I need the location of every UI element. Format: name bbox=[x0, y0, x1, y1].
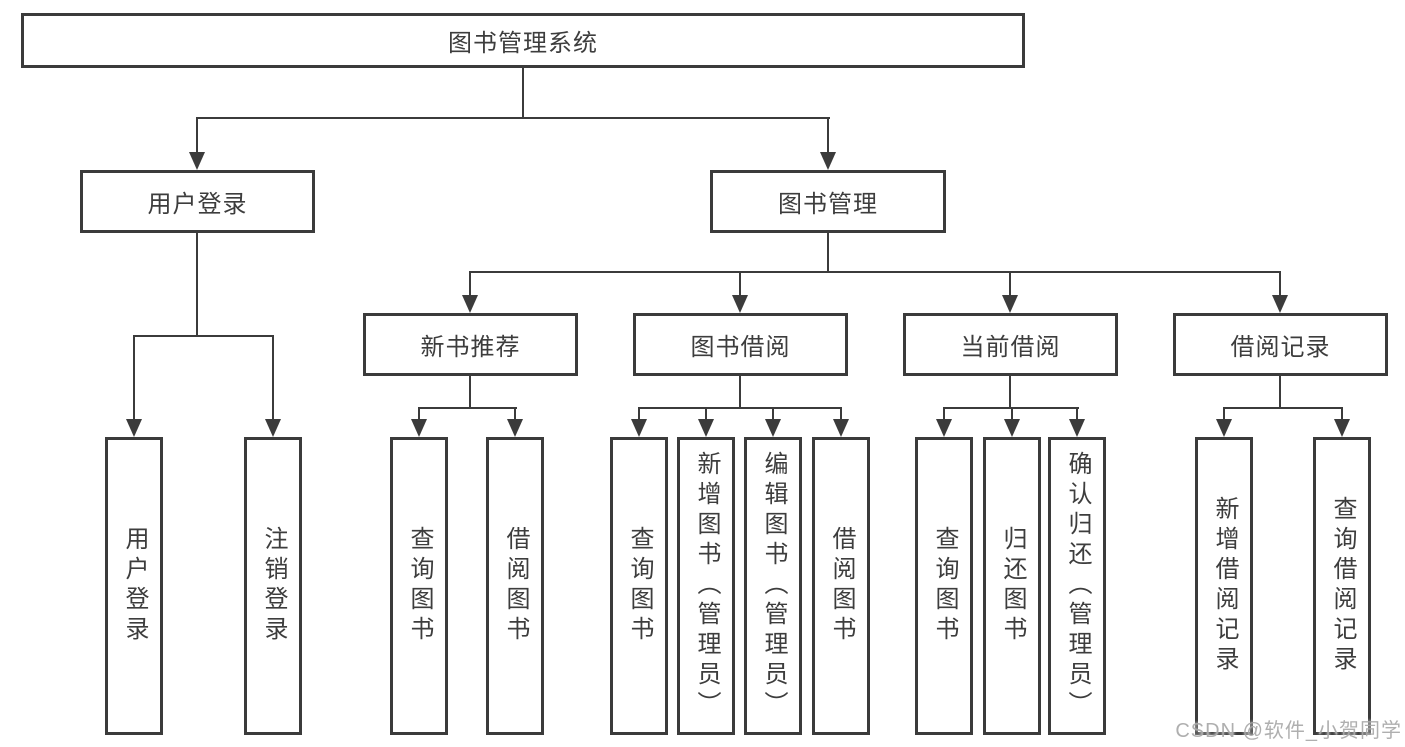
arrowhead-icon bbox=[126, 419, 142, 437]
connector-line bbox=[469, 376, 471, 409]
node-user-login-branch: 用户登录 bbox=[80, 170, 315, 233]
connector-line bbox=[1279, 376, 1281, 409]
node-leaf-return-books: 归还图书 bbox=[983, 437, 1041, 735]
connector-line bbox=[1223, 407, 1343, 409]
node-label: 注销登录 bbox=[260, 526, 287, 646]
arrowhead-icon bbox=[765, 419, 781, 437]
connector-line bbox=[418, 407, 420, 421]
node-leaf-logout: 注销登录 bbox=[244, 437, 302, 735]
arrowhead-icon bbox=[732, 295, 748, 313]
node-current-borrowing: 当前借阅 bbox=[903, 313, 1118, 376]
node-label: 归还图书 bbox=[999, 526, 1026, 646]
arrowhead-icon bbox=[1272, 295, 1288, 313]
node-leaf-user-login: 用户登录 bbox=[105, 437, 163, 735]
arrowhead-icon bbox=[411, 419, 427, 437]
arrowhead-icon bbox=[820, 152, 836, 170]
node-label: 新增图书（管理员） bbox=[693, 451, 720, 721]
node-leaf-borrow-books-recommend: 借阅图书 bbox=[486, 437, 544, 735]
connector-line bbox=[840, 407, 842, 421]
connector-line bbox=[133, 335, 274, 337]
connector-line bbox=[638, 407, 640, 421]
arrowhead-icon bbox=[189, 152, 205, 170]
node-new-book-recommendation: 新书推荐 bbox=[363, 313, 578, 376]
node-leaf-edit-books-admin: 编辑图书（管理员） bbox=[744, 437, 802, 735]
node-label: 图书管理 bbox=[778, 191, 878, 218]
node-label: 当前借阅 bbox=[960, 334, 1061, 361]
node-label: 用户登录 bbox=[121, 526, 148, 646]
connector-line bbox=[1009, 376, 1011, 409]
node-leaf-query-borrow-record: 查询借阅记录 bbox=[1313, 437, 1371, 735]
connector-line bbox=[1009, 271, 1011, 297]
node-label: 确认归还（管理员） bbox=[1064, 451, 1091, 721]
connector-line bbox=[827, 233, 829, 273]
arrowhead-icon bbox=[631, 419, 647, 437]
arrowhead-icon bbox=[507, 419, 523, 437]
connector-line bbox=[196, 233, 198, 337]
connector-line bbox=[1011, 407, 1013, 421]
connector-line bbox=[514, 407, 516, 421]
connector-line bbox=[1279, 271, 1281, 297]
arrowhead-icon bbox=[1004, 419, 1020, 437]
connector-line bbox=[1223, 407, 1225, 421]
connector-line bbox=[196, 117, 830, 119]
node-leaf-confirm-return-admin: 确认归还（管理员） bbox=[1048, 437, 1106, 735]
connector-line bbox=[943, 407, 945, 421]
connector-line bbox=[772, 407, 774, 421]
arrowhead-icon bbox=[698, 419, 714, 437]
arrowhead-icon bbox=[1002, 295, 1018, 313]
arrowhead-icon bbox=[1069, 419, 1085, 437]
connector-line bbox=[272, 335, 274, 421]
node-book-borrowing: 图书借阅 bbox=[633, 313, 848, 376]
connector-line bbox=[1341, 407, 1343, 421]
node-borrowing-records: 借阅记录 bbox=[1173, 313, 1388, 376]
node-leaf-query-books-current: 查询图书 bbox=[915, 437, 973, 735]
node-leaf-query-books-recommend: 查询图书 bbox=[390, 437, 448, 735]
connector-line bbox=[739, 376, 741, 409]
node-label: 借阅图书 bbox=[828, 526, 855, 646]
node-label: 查询图书 bbox=[626, 526, 653, 646]
arrowhead-icon bbox=[1334, 419, 1350, 437]
connector-line bbox=[469, 271, 1281, 273]
node-label: 图书借阅 bbox=[690, 334, 791, 361]
connector-line bbox=[196, 117, 198, 154]
node-library-management-system: 图书管理系统 bbox=[21, 13, 1025, 68]
connector-line bbox=[469, 271, 471, 297]
arrowhead-icon bbox=[936, 419, 952, 437]
node-book-management-branch: 图书管理 bbox=[710, 170, 946, 233]
node-leaf-add-books-admin: 新增图书（管理员） bbox=[677, 437, 735, 735]
connector-line bbox=[522, 68, 524, 118]
arrowhead-icon bbox=[833, 419, 849, 437]
connector-line bbox=[638, 407, 842, 409]
arrowhead-icon bbox=[1216, 419, 1232, 437]
node-label: 用户登录 bbox=[147, 191, 248, 218]
arrowhead-icon bbox=[265, 419, 281, 437]
connector-line bbox=[1076, 407, 1078, 421]
connector-line bbox=[133, 335, 135, 421]
node-label: 新书推荐 bbox=[420, 334, 521, 361]
node-label: 新增借阅记录 bbox=[1211, 496, 1238, 676]
connector-line bbox=[705, 407, 707, 421]
node-label: 图书管理系统 bbox=[448, 30, 598, 57]
node-label: 借阅记录 bbox=[1230, 334, 1331, 361]
connector-line bbox=[827, 117, 829, 154]
arrowhead-icon bbox=[462, 295, 478, 313]
node-label: 编辑图书（管理员） bbox=[760, 451, 787, 721]
node-leaf-borrow-books-borrowing: 借阅图书 bbox=[812, 437, 870, 735]
node-label: 查询图书 bbox=[931, 526, 958, 646]
node-leaf-add-borrow-record: 新增借阅记录 bbox=[1195, 437, 1253, 735]
node-label: 查询图书 bbox=[406, 526, 433, 646]
node-leaf-query-books-borrowing: 查询图书 bbox=[610, 437, 668, 735]
csdn-watermark: CSDN @软件_小贺同学 bbox=[1175, 720, 1402, 742]
connector-line bbox=[739, 271, 741, 297]
node-label: 借阅图书 bbox=[502, 526, 529, 646]
node-label: 查询借阅记录 bbox=[1329, 496, 1356, 676]
connector-line bbox=[418, 407, 517, 409]
